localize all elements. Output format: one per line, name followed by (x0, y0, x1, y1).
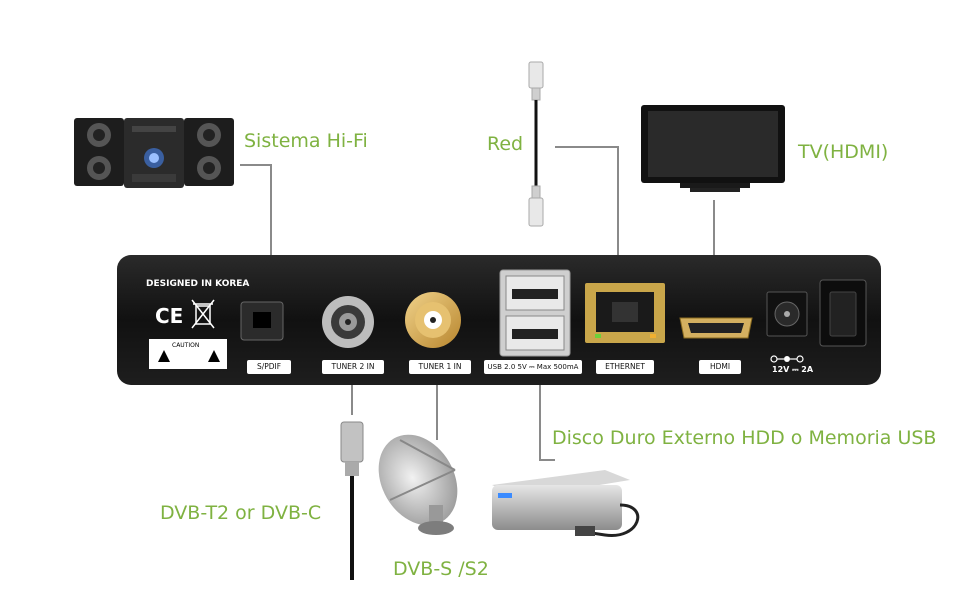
terrestrial-cable-image (340, 421, 364, 580)
tv-image (641, 105, 785, 192)
ethernet-port-label: ETHERNET (596, 360, 654, 374)
terrestrial-callout: DVB-T2 or DVB-C (160, 502, 322, 524)
caution-label-text: CAUTION (172, 342, 200, 349)
hdmi-port-label: HDMI (699, 360, 741, 374)
tuner2-port-label: TUNER 2 IN (322, 360, 384, 374)
receiver-rear-panel (117, 255, 881, 385)
network-connector-line (555, 146, 619, 285)
usb-port-label: USB 2.0 5V ⎓ Max 500mA (484, 360, 582, 374)
satellite-callout: DVB-S /S2 (393, 558, 489, 580)
network-callout: Red (487, 133, 524, 155)
satellite-dish-image (378, 434, 458, 535)
tuner1-port-label: TUNER 1 IN (409, 360, 471, 374)
power-rating-text: 12V ⎓ 2A (772, 365, 814, 374)
hifi-system-image (74, 118, 234, 188)
usb-connector-line (539, 378, 555, 461)
storage-callout: Disco Duro Externo HDD o Memoria USB (552, 427, 937, 449)
external-hdd-image (492, 470, 640, 537)
tv-callout: TV(HDMI) (798, 141, 889, 163)
spdif-port-label: S/PDIF (247, 360, 291, 374)
ce-mark: CE (155, 304, 184, 328)
designed-in-korea-text: DESIGNED IN KOREA (146, 279, 250, 289)
ethernet-cable-image (528, 61, 544, 227)
hifi-callout: Sistema Hi-Fi (244, 130, 368, 152)
